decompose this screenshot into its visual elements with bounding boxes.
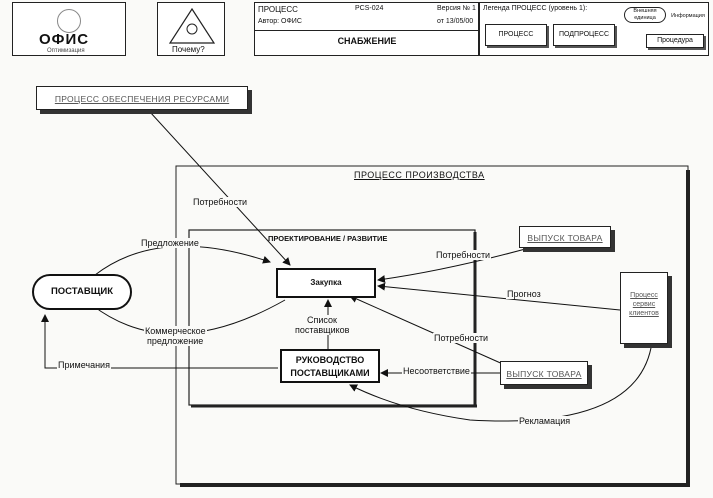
label-needs-lower: Потребности <box>433 333 490 343</box>
label-nonconformity: Несоответствие <box>402 366 471 376</box>
purchase-box[interactable]: Закупка <box>276 268 376 298</box>
purchase-label: Закупка <box>310 278 342 287</box>
process-label: ПРОЦЕСС <box>258 5 298 14</box>
client-service-label: Процесс сервис клиентов <box>629 292 659 317</box>
page-title: СНАБЖЕНИЕ <box>337 36 397 46</box>
process-code: PCS-024 <box>355 5 384 12</box>
product-release-box-1[interactable]: ВЫПУСК ТОВАРА <box>519 226 611 248</box>
label-needs-right: Потребности <box>435 250 492 260</box>
production-process-title: ПРОЦЕСС ПРОИЗВОДСТВА <box>354 170 485 180</box>
legend-external-unit: Внешняя единица <box>624 7 666 23</box>
label-complaint: Рекламация <box>518 416 572 426</box>
legend-procedure-button[interactable]: Процедура <box>646 34 704 48</box>
label-remarks: Примечания <box>57 360 111 370</box>
why-triangle-icon <box>168 7 216 44</box>
legend-title: Легенда ПРОЦЕСС (уровень 1): <box>483 5 588 12</box>
label-offer: Предложение <box>140 238 200 248</box>
supplier-mgmt-line2: ПОСТАВЩИКАМИ <box>290 368 370 378</box>
product-release-label-1: ВЫПУСК ТОВАРА <box>527 233 603 243</box>
legend-info-label: Информация <box>671 13 705 19</box>
product-release-label-2: ВЫПУСК ТОВАРА <box>506 369 582 379</box>
resource-process-label: ПРОЦЕСС ОБЕСПЕЧЕНИЯ РЕСУРСАМИ <box>54 94 230 104</box>
logo-subtext: Оптимизация <box>47 48 85 54</box>
logo-emblem-icon <box>57 9 81 33</box>
supplier-mgmt-line1: РУКОВОДСТВО <box>295 355 365 365</box>
label-needs-top: Потребности <box>192 197 249 207</box>
label-commercial-offer-2: предложение <box>146 336 205 346</box>
label-supplier-list-2: поставщиков <box>294 325 351 335</box>
legend-subprocess-button[interactable]: ПОДПРОЦЕСС <box>553 24 615 46</box>
product-release-box-2[interactable]: ВЫПУСК ТОВАРА <box>500 361 588 385</box>
process-info-panel: ПРОЦЕСС PCS-024 Версия № 1 Автор: ОФИС о… <box>254 2 479 56</box>
supplier-mgmt-box[interactable]: РУКОВОДСТВО ПОСТАВЩИКАМИ <box>280 349 380 383</box>
process-version: Версия № 1 <box>437 5 476 12</box>
design-area-title: ПРОЕКТИРОВАНИЕ / РАЗВИТИЕ <box>268 234 388 243</box>
logo-panel: ОФИС Оптимизация <box>12 2 126 56</box>
supplier-label: ПОСТАВЩИК <box>50 286 114 297</box>
why-panel[interactable]: Почему? <box>157 2 225 56</box>
legend-info: Информация <box>668 11 708 21</box>
label-supplier-list-1: Список <box>306 315 338 325</box>
process-date: от 13/05/00 <box>437 18 474 25</box>
legend-external-label: Внешняя единица <box>633 8 657 21</box>
supplier-node[interactable]: ПОСТАВЩИК <box>32 274 132 310</box>
legend-process-button[interactable]: ПРОЦЕСС <box>485 24 547 46</box>
logo-text: ОФИС <box>39 31 90 48</box>
client-service-box[interactable]: Процесс сервис клиентов <box>620 272 668 344</box>
process-author: Автор: ОФИС <box>258 18 302 25</box>
label-commercial-offer-1: Коммерческое <box>144 326 207 336</box>
resource-process-box[interactable]: ПРОЦЕСС ОБЕСПЕЧЕНИЯ РЕСУРСАМИ <box>36 86 248 110</box>
label-forecast: Прогноз <box>506 289 542 299</box>
why-label: Почему? <box>172 45 205 54</box>
